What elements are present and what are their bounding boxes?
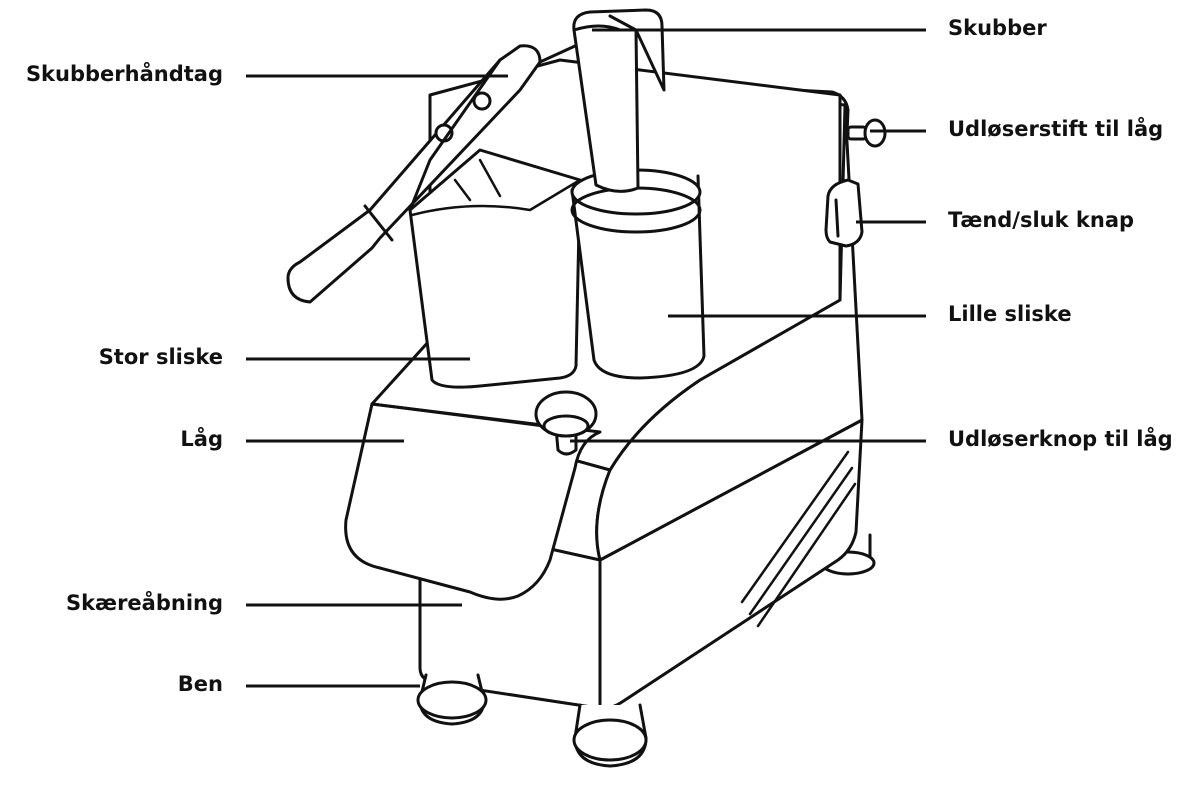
handle-hole-2 <box>472 91 492 111</box>
label-udloserknop: Udløserknop til låg <box>948 427 1173 451</box>
label-skaereaabning: Skæreåbning <box>65 591 223 615</box>
label-stor-sliske: Stor sliske <box>98 345 223 369</box>
label-skubberhaandtag: Skubberhåndtag <box>25 62 223 86</box>
foot-front-center <box>572 703 648 768</box>
pusher-handle-arm <box>286 44 542 304</box>
large-chute-inner <box>410 158 582 217</box>
pusher-rod <box>572 8 666 193</box>
small-chute <box>570 174 706 380</box>
lid-release-pin <box>846 118 887 148</box>
foot-front-left <box>416 673 488 726</box>
label-laag: Låg <box>180 427 223 451</box>
label-taend-sluk: Tænd/sluk knap <box>948 208 1135 232</box>
label-udloserstift: Udløserstift til låg <box>948 117 1164 141</box>
on-off-button <box>824 178 864 248</box>
label-skubber: Skubber <box>948 16 1047 40</box>
on-off-button-face <box>834 198 840 238</box>
vent-lines <box>740 450 857 628</box>
pusher-handle-grip <box>363 204 394 242</box>
lid <box>344 402 602 601</box>
large-chute <box>408 148 582 389</box>
lid-release-knob <box>534 390 598 456</box>
label-lille-sliske: Lille sliske <box>948 302 1072 326</box>
label-ben: Ben <box>177 672 223 696</box>
